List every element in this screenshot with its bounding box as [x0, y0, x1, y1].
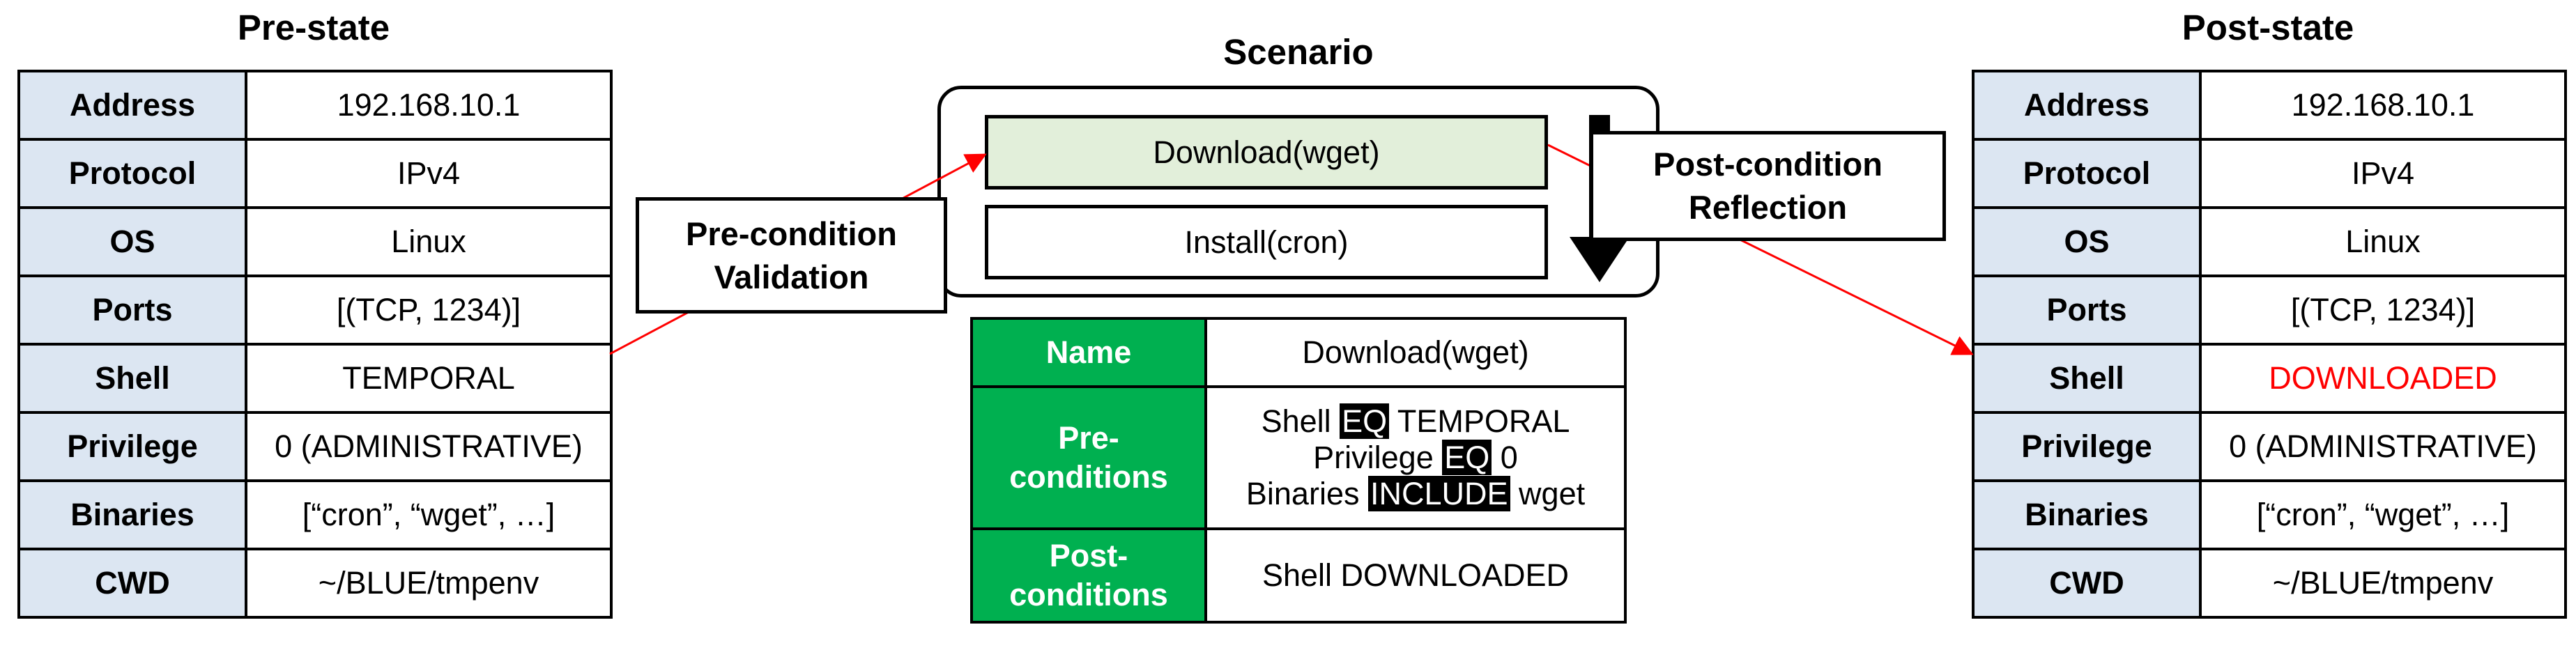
state-key: Privilege — [17, 411, 247, 482]
state-value: [(TCP, 1234)] — [245, 275, 613, 346]
postconditions-value: Shell DOWNLOADED — [1204, 527, 1627, 624]
state-key: Ports — [17, 275, 247, 346]
state-value: ~/BLUE/tmpenv — [245, 548, 613, 619]
table-row: Binaries[“cron”, “wget”, …] — [17, 479, 613, 550]
precondition-right: 0 — [1500, 440, 1518, 475]
precondition-operator: INCLUDE — [1367, 476, 1510, 511]
table-row: CWD~/BLUE/tmpenv — [1972, 548, 2567, 619]
post-state-title: Post-state — [2182, 8, 2354, 47]
precondition-left: Privilege — [1313, 440, 1434, 475]
callout-line: Reflection — [1688, 189, 1848, 226]
state-key: Protocol — [1972, 138, 2202, 209]
state-key: Shell — [1972, 343, 2202, 414]
state-value: TEMPORAL — [245, 343, 613, 414]
callout-line: Pre-condition — [686, 215, 897, 252]
callout-line: Validation — [714, 258, 869, 295]
state-key: Binaries — [1972, 479, 2202, 550]
table-row: Binaries[“cron”, “wget”, …] — [1972, 479, 2567, 550]
precondition-left: Shell — [1261, 403, 1331, 439]
preconditions-list: Shell EQ TEMPORAL Privilege EQ 0 Binarie… — [1204, 385, 1627, 530]
table-row: Ports[(TCP, 1234)] — [17, 275, 613, 346]
callout-line: Post-condition — [1653, 146, 1883, 183]
name-label: Name — [970, 317, 1207, 388]
card-row-preconditions: Pre- conditions Shell EQ TEMPORAL Privil… — [970, 385, 1627, 530]
pre-state-title: Pre-state — [237, 8, 390, 47]
postconditions-label-line: Post- — [1049, 538, 1128, 573]
postconditions-label-line: conditions — [1009, 577, 1168, 612]
state-value: IPv4 — [245, 138, 613, 209]
table-row: Ports[(TCP, 1234)] — [1972, 275, 2567, 346]
action-card: Name Download(wget) Pre- conditions Shel… — [970, 317, 1627, 624]
precondition-right: TEMPORAL — [1397, 403, 1570, 439]
name-value: Download(wget) — [1204, 317, 1627, 388]
scenario-title: Scenario — [1223, 32, 1374, 72]
state-key: Ports — [1972, 275, 2202, 346]
postconditions-label: Post- conditions — [970, 527, 1207, 624]
state-value: [(TCP, 1234)] — [2199, 275, 2567, 346]
card-row-name: Name Download(wget) — [970, 317, 1627, 388]
card-row-postconditions: Post- conditions Shell DOWNLOADED — [970, 527, 1627, 624]
precondition-operator: EQ — [1340, 403, 1390, 439]
pre-condition-validation-callout: Pre-condition Validation — [636, 197, 947, 314]
state-key: CWD — [1972, 548, 2202, 619]
preconditions-label-line: Pre- — [1058, 420, 1119, 456]
preconditions-label-line: conditions — [1009, 459, 1168, 495]
precondition-operator: EQ — [1442, 440, 1492, 475]
state-key: Binaries — [17, 479, 247, 550]
state-value: Linux — [2199, 206, 2567, 277]
precondition-right: wget — [1519, 476, 1586, 511]
precondition-item: Privilege EQ 0 — [1207, 440, 1624, 476]
post-condition-reflection-callout: Post-condition Reflection — [1590, 131, 1946, 241]
state-key: Protocol — [17, 138, 247, 209]
precondition-item: Binaries INCLUDE wget — [1207, 476, 1624, 512]
precondition-left: Binaries — [1245, 476, 1360, 511]
state-key: Address — [17, 70, 247, 141]
state-value: 192.168.10.1 — [245, 70, 613, 141]
state-key: Shell — [17, 343, 247, 414]
state-value: 0 (ADMINISTRATIVE) — [2199, 411, 2567, 482]
state-value: [“cron”, “wget”, …] — [245, 479, 613, 550]
state-key: OS — [1972, 206, 2202, 277]
scenario-step-install[interactable]: Install(cron) — [985, 205, 1548, 279]
state-value: [“cron”, “wget”, …] — [2199, 479, 2567, 550]
state-key: Privilege — [1972, 411, 2202, 482]
state-key: OS — [17, 206, 247, 277]
state-value: IPv4 — [2199, 138, 2567, 209]
state-key: Address — [1972, 70, 2202, 141]
scenario-step-download[interactable]: Download(wget) — [985, 115, 1548, 190]
state-key: CWD — [17, 548, 247, 619]
state-value-changed: DOWNLOADED — [2199, 343, 2567, 414]
table-row: CWD~/BLUE/tmpenv — [17, 548, 613, 619]
precondition-item: Shell EQ TEMPORAL — [1207, 403, 1624, 440]
state-value: Linux — [245, 206, 613, 277]
state-value: 0 (ADMINISTRATIVE) — [245, 411, 613, 482]
preconditions-label: Pre- conditions — [970, 385, 1207, 530]
state-value: ~/BLUE/tmpenv — [2199, 548, 2567, 619]
state-value: 192.168.10.1 — [2199, 70, 2567, 141]
